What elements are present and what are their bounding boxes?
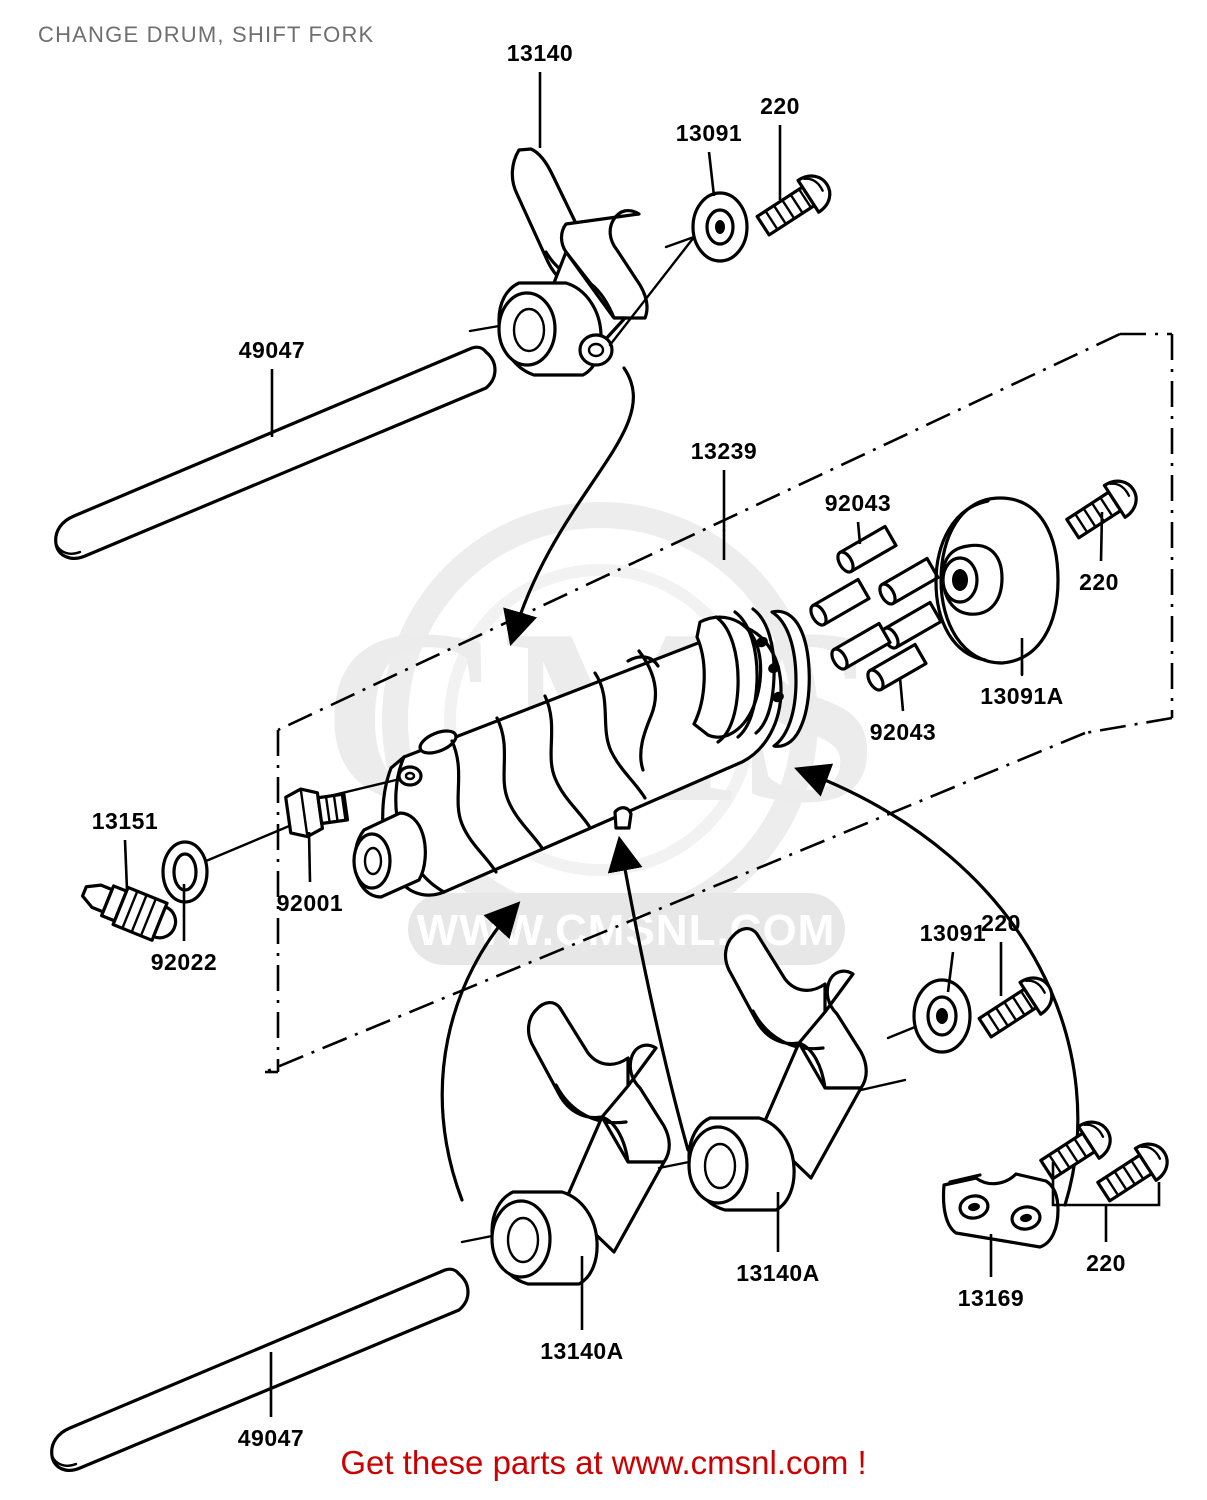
page-title: CHANGE DRUM, SHIFT FORK: [38, 22, 375, 47]
part-label-13091A: 13091A: [980, 683, 1064, 709]
part-label-13091-bot: 13091: [919, 920, 987, 946]
part-label-220-right: 220: [1079, 569, 1119, 595]
part-label-13239: 13239: [690, 438, 758, 464]
screw-220-right: [1065, 479, 1138, 540]
part-label-220-bracket: 220: [1086, 1250, 1126, 1276]
holder-13169: [941, 1172, 1060, 1249]
part-label-220-bot: 220: [981, 910, 1021, 936]
part-label-92043-top: 92043: [824, 490, 892, 516]
part-label-92022: 92022: [150, 949, 218, 975]
part-label-49047-top: 49047: [238, 337, 306, 363]
pins-92043: [809, 524, 943, 692]
screw-220-top: [755, 174, 832, 237]
washer-13091-bot: [886, 978, 972, 1054]
part-label-13169: 13169: [957, 1285, 1025, 1311]
part-label-13140: 13140: [506, 40, 574, 66]
drum-cam-plate-13091A: [934, 496, 1060, 677]
washer-92022: [161, 822, 296, 904]
fork-shaft-49047-bot: [50, 1267, 470, 1472]
part-label-13151: 13151: [91, 808, 159, 834]
part-label-92001: 92001: [276, 890, 344, 916]
fork-shaft-49047-top: [54, 345, 497, 560]
washer-13091-top: [664, 191, 749, 263]
assembly-group-boundary: [264, 332, 1174, 1074]
bolt-92001: [284, 787, 350, 839]
shift-fork-13140: [468, 147, 714, 377]
part-label-220-top: 220: [760, 93, 800, 119]
screw-220-bot: [977, 976, 1054, 1039]
part-label-13140A-right: 13140A: [736, 1260, 820, 1286]
change-drum-13239: [286, 530, 811, 899]
cms-footer-link[interactable]: Get these parts at www.cmsnl.com !: [340, 1444, 867, 1481]
part-label-13140A-left: 13140A: [540, 1338, 624, 1364]
neutral-switch-13151: [80, 883, 178, 942]
shift-fork-13140A-right: [657, 927, 907, 1212]
shift-fork-13140A-left: [460, 1001, 671, 1286]
leader-lines: [123, 72, 1108, 1417]
screws-220-bracket: [1039, 1120, 1169, 1207]
part-label-92043-bot: 92043: [869, 719, 937, 745]
part-label-49047-bot: 49047: [237, 1425, 305, 1451]
assembly-arrows: [440, 366, 1080, 1207]
part-label-13091-top: 13091: [675, 120, 743, 146]
